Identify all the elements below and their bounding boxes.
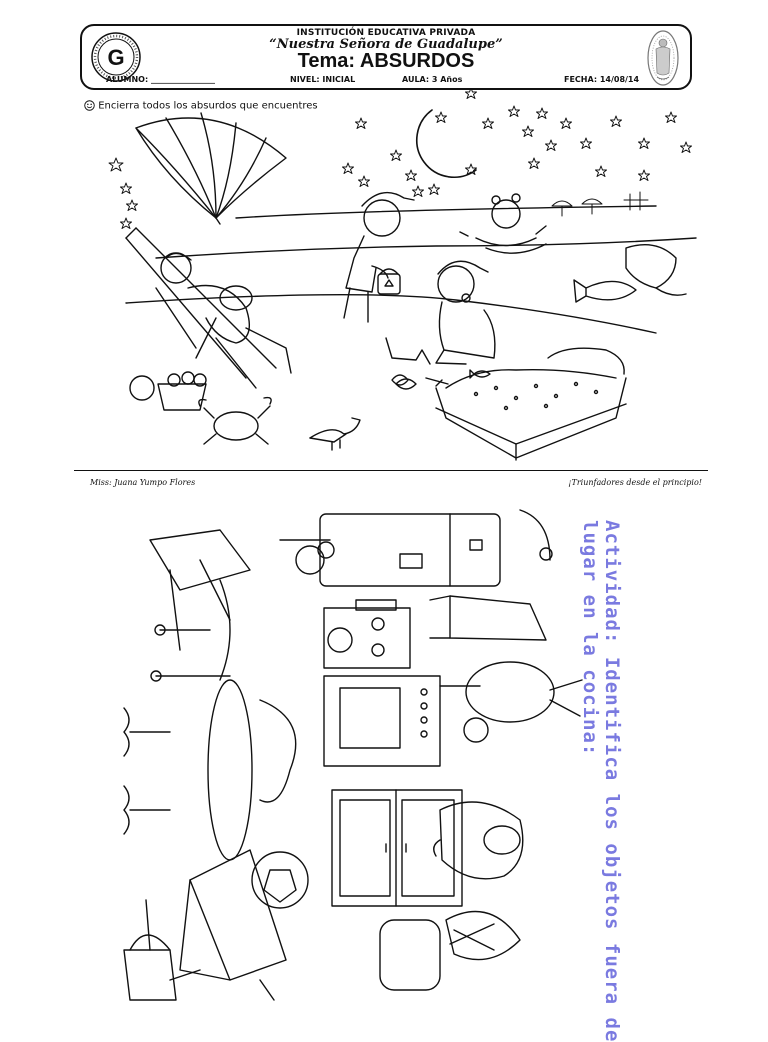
- shore-line: [155, 237, 697, 259]
- instruction-text: Encierra todos los absurdos que encuentr…: [98, 100, 318, 112]
- student-name-field: ALUMNO: ________________: [106, 75, 215, 84]
- instruction: Encierra todos los absurdos que encuentr…: [84, 100, 318, 112]
- school-logo-icon: G: [91, 32, 141, 82]
- girl-swimming: [459, 193, 547, 254]
- chairs-cluster: [149, 529, 331, 682]
- horizon-line: [235, 205, 657, 219]
- smiley-icon: [84, 100, 95, 111]
- distant-umbrellas: [551, 191, 649, 217]
- worksheet-header: G INSTITUCIÓN EDUCATIVA PRIVADA “Nuestra…: [80, 24, 692, 90]
- moon: [416, 109, 477, 178]
- toy-bear-in-basket: [379, 910, 521, 991]
- school-motto: ¡Triunfadores desde el principio!: [568, 478, 702, 487]
- page-title: Tema: ABSURDOS: [297, 50, 475, 72]
- watering-can: [123, 899, 177, 1001]
- toppled-chair: [169, 849, 287, 1001]
- virgin-guadalupe-icon: [647, 30, 679, 86]
- beach-scene-illustration: [108, 88, 697, 461]
- fish-with-butterfly: [573, 244, 687, 303]
- soccer-ball: [251, 851, 309, 909]
- seagull: [309, 417, 361, 451]
- teacher-name: Miss: Juana Yumpo Flores: [90, 478, 196, 487]
- level-label: NIVEL: INICIAL: [290, 75, 356, 84]
- heart-shape: [391, 374, 409, 386]
- toy-elephant: [433, 801, 524, 880]
- activity-instructions: Actividad: Identifica los objetos fuera …: [575, 520, 631, 1042]
- institution-label: INSTITUCIÓN EDUCATIVA PRIVADA: [296, 28, 476, 38]
- activity-line-2: lugar en la cocina:: [579, 520, 601, 757]
- cabinet: [331, 789, 463, 907]
- divider-line: [74, 470, 708, 471]
- classroom-label: AULA: 3 Años: [402, 75, 463, 84]
- dining-table: [123, 679, 297, 861]
- crab: [198, 396, 272, 445]
- refrigerator: [317, 513, 501, 587]
- bed-on-beach: [435, 347, 627, 461]
- ball-and-basket: [129, 371, 207, 411]
- woman-in-deck-chair: [125, 227, 292, 389]
- toy-helicopter: [439, 661, 583, 743]
- logo-letter: G: [107, 45, 124, 70]
- toddler-with-pacifier: [435, 260, 496, 365]
- boy-with-bucket: [343, 191, 415, 323]
- stove: [323, 599, 441, 767]
- small-fish: [469, 369, 491, 379]
- activity-line-1: Actividad: Identifica los objetos fuera …: [601, 520, 623, 1042]
- school-name: “Nuestra Señora de Guadalupe”: [269, 37, 503, 52]
- blender: [429, 509, 553, 641]
- sand-castle: [385, 337, 449, 390]
- night-stars: [108, 88, 692, 229]
- date-label: FECHA: 14/08/14: [564, 75, 640, 84]
- kitchen-scene-illustration: [123, 509, 583, 1001]
- beach-umbrella: [135, 112, 287, 225]
